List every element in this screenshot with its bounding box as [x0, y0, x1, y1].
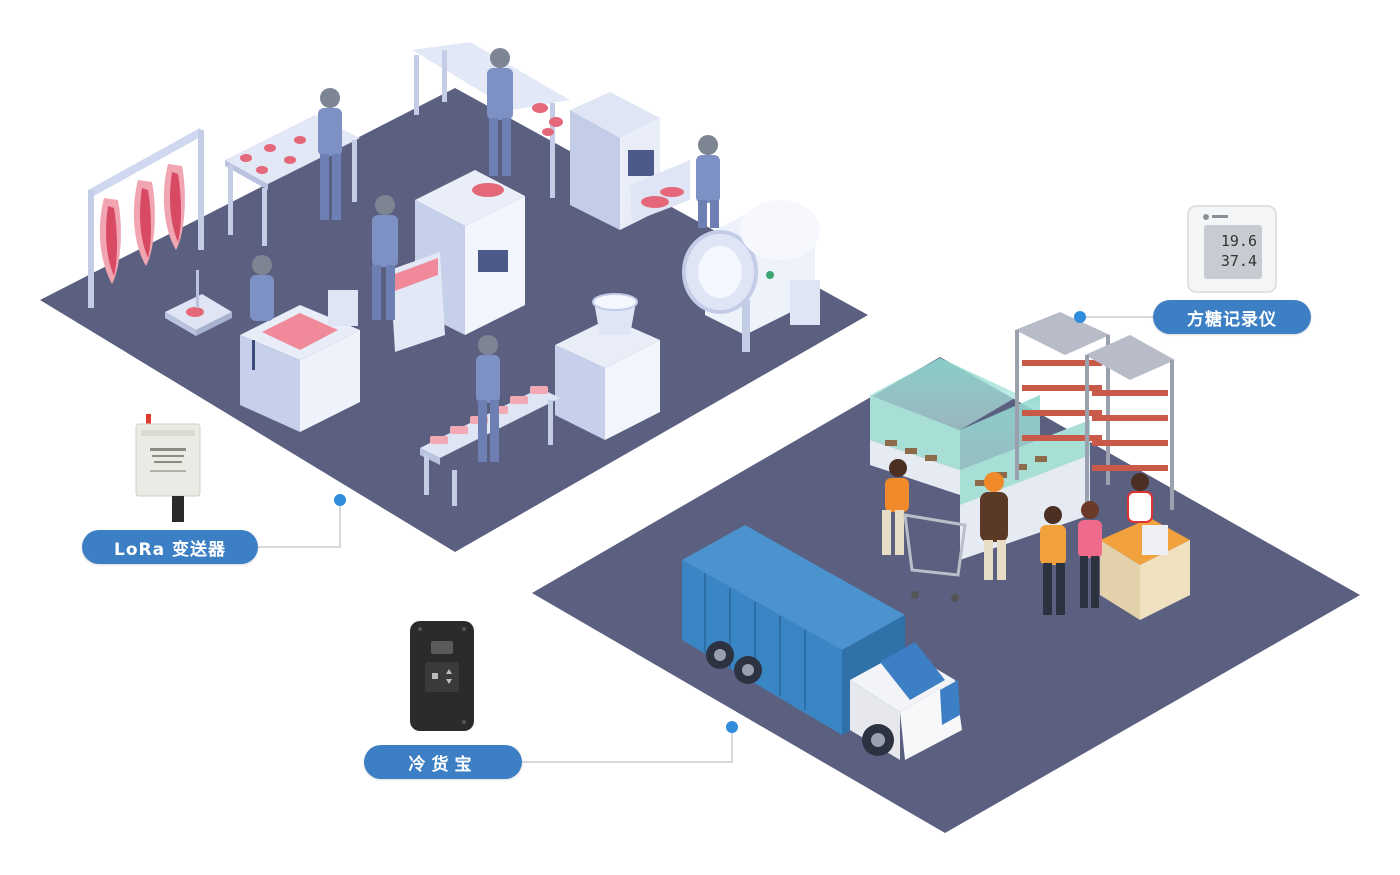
- carcass-rack: [88, 128, 204, 308]
- worker-2: [487, 48, 513, 176]
- shelving: [1015, 312, 1175, 510]
- scale: [165, 270, 232, 336]
- tumbler-drum: [682, 200, 820, 352]
- recorder-reading-bottom: 37.4: [1221, 252, 1257, 270]
- packing-machine: [570, 92, 690, 230]
- worker-6: [476, 335, 500, 462]
- conveyor-line: [420, 293, 660, 506]
- worker-1: [318, 88, 342, 220]
- cold-logger-label: 冷货宝: [364, 745, 522, 779]
- connector-cold: [522, 721, 738, 763]
- checkout-counter: [1100, 518, 1190, 620]
- worker-5: [250, 255, 274, 321]
- grinder-machine: [390, 170, 525, 352]
- cold-label-text: 冷货宝: [408, 754, 478, 775]
- shopper-3: [1040, 506, 1066, 615]
- worker-3: [696, 135, 720, 228]
- cube-recorder-icon: 19.6 37.4: [1187, 205, 1277, 293]
- shopper-2: [980, 472, 1008, 580]
- lora-transmitter-icon: [135, 414, 201, 522]
- lora-transmitter-label: LoRa 变送器: [82, 530, 258, 564]
- cube-recorder-label: 方糖记录仪: [1153, 300, 1311, 334]
- connector-lora: [258, 494, 346, 548]
- worker-4: [372, 195, 398, 320]
- shopper-cart: [882, 459, 967, 602]
- truck: [682, 525, 962, 760]
- sugar-label-text: 方糖记录仪: [1187, 309, 1277, 330]
- retail-floor: [532, 357, 1360, 833]
- recorder-reading-top: 19.6: [1221, 232, 1257, 250]
- connector-sugar: [1074, 311, 1153, 323]
- shopper-4: [1078, 501, 1102, 608]
- cold-logger-icon: [410, 621, 474, 731]
- mixer-machine: [240, 290, 360, 432]
- cashier: [1127, 473, 1153, 523]
- lora-label-text: LoRa 变送器: [114, 539, 226, 560]
